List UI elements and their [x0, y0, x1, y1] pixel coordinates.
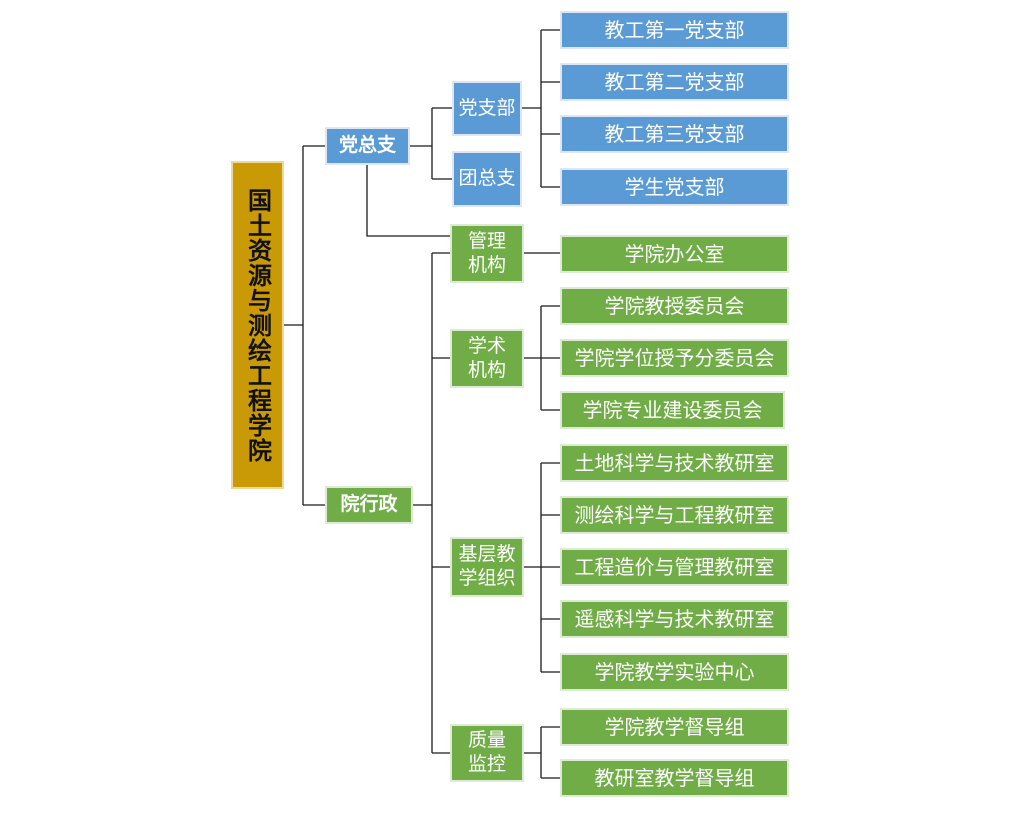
connector-party	[410, 107, 452, 180]
party-branch-item: 教工第三党支部	[560, 115, 789, 153]
college-admin-box: 院行政	[325, 486, 413, 524]
party-general-branch-box: 党总支	[325, 127, 410, 165]
youth-league-box: 团总支	[452, 151, 522, 207]
college-root-box: 国土资源与测绘工程学院	[231, 161, 284, 489]
management-box: 管理机构	[450, 224, 524, 283]
connector-party-to-management	[366, 164, 452, 237]
management-item: 学院办公室	[560, 235, 789, 273]
academic-box: 学术机构	[450, 329, 524, 388]
connector-academic	[524, 305, 560, 411]
quality-item: 学院教学督导组	[560, 708, 789, 746]
connector-teaching	[524, 462, 560, 673]
academic-item: 学院专业建设委员会	[560, 391, 785, 429]
party-branch-item: 学生党支部	[560, 168, 789, 206]
quality-monitor-box: 质量监控	[450, 724, 524, 782]
teaching-item: 学院教学实验中心	[560, 653, 789, 691]
party-branch-box: 党支部	[452, 81, 522, 136]
connector-party-branches	[522, 29, 560, 188]
party-branch-item: 教工第一党支部	[560, 11, 789, 49]
connector-quality	[524, 726, 560, 779]
quality-item: 教研室教学督导组	[560, 759, 789, 797]
party-branch-item: 教工第二党支部	[560, 63, 789, 101]
connector-admin	[413, 252, 450, 754]
teaching-item: 测绘科学与工程教研室	[560, 496, 789, 534]
teaching-item: 遥感科学与技术教研室	[560, 600, 789, 638]
connector-root	[284, 145, 325, 506]
academic-item: 学院教授委员会	[560, 287, 789, 325]
teaching-item: 土地科学与技术教研室	[560, 444, 789, 482]
teaching-org-box: 基层教学组织	[450, 537, 524, 597]
teaching-item: 工程造价与管理教研室	[560, 548, 789, 586]
academic-item: 学院学位授予分委员会	[560, 339, 789, 377]
